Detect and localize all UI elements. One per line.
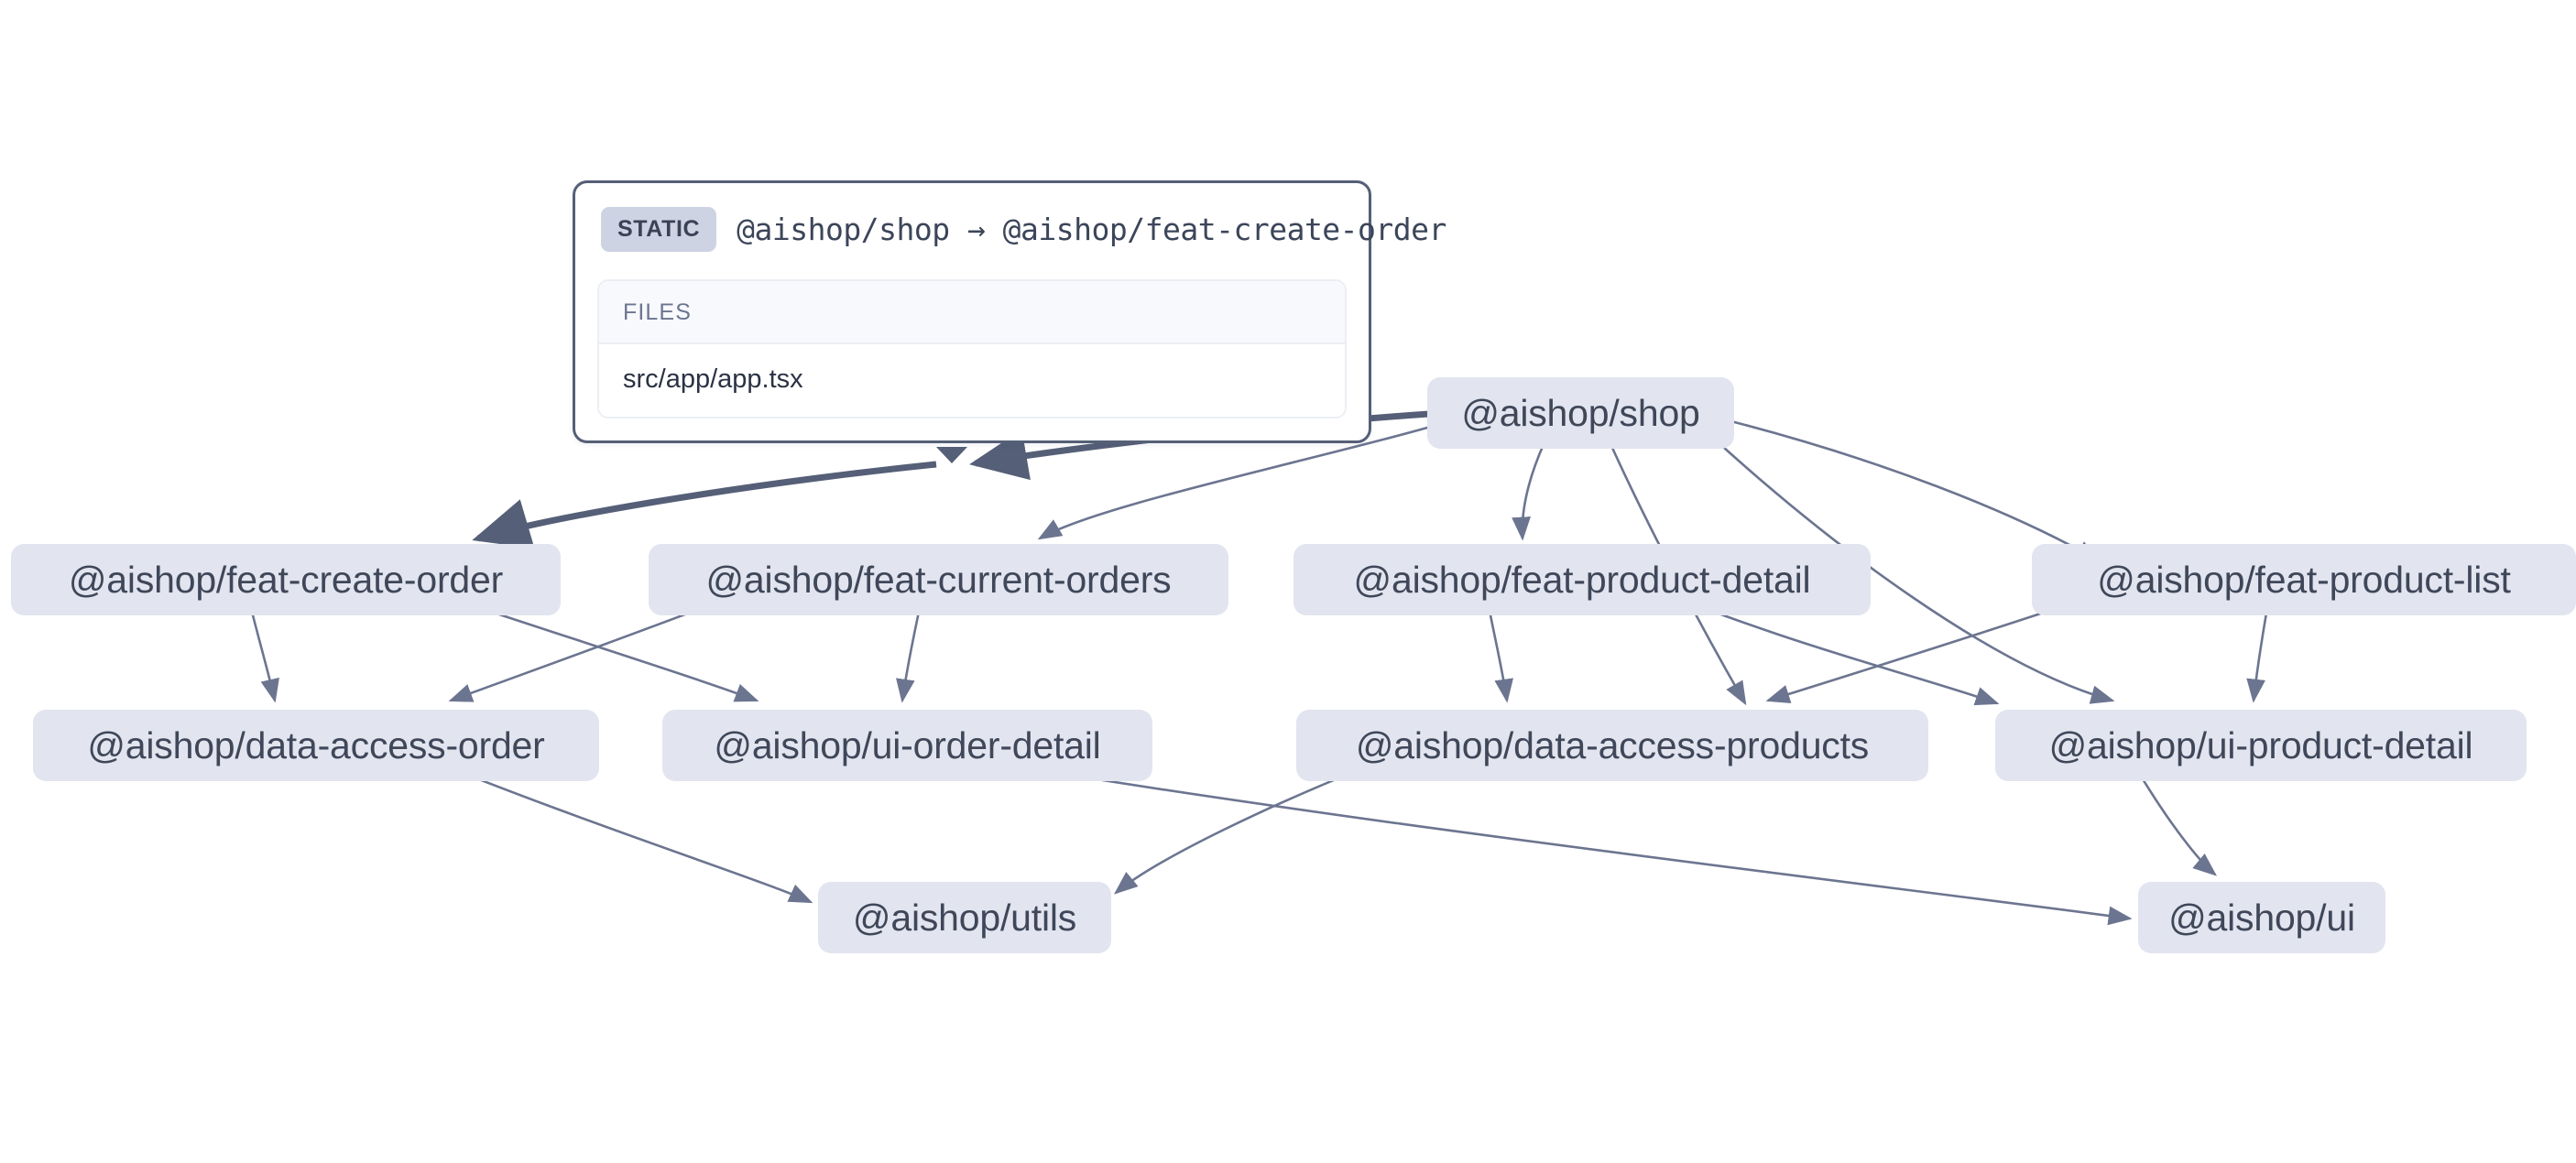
edge-detail-header: STATIC @aishop/shop → @aishop/feat-creat…: [597, 203, 1446, 257]
static-badge: STATIC: [601, 207, 717, 252]
graph-node-shop[interactable]: @aishop/shop: [1427, 377, 1734, 449]
files-column-header: FILES: [599, 281, 1345, 344]
graph-node-label: @aishop/feat-product-detail: [1353, 558, 1811, 601]
graph-node-label: @aishop/data-access-products: [1355, 723, 1870, 766]
graph-node-ui[interactable]: @aishop/ui: [2138, 882, 2385, 953]
graph-node-data-access-order[interactable]: @aishop/data-access-order: [33, 710, 599, 781]
edge-shop-to-feat-product-list: [1712, 415, 2101, 562]
graph-node-label: @aishop/ui: [2168, 896, 2355, 939]
graph-node-feat-product-list[interactable]: @aishop/feat-product-list: [2032, 544, 2576, 615]
detail-card-pointer-triangle: [936, 447, 967, 463]
graph-node-label: @aishop/ui-product-detail: [2048, 723, 2473, 766]
graph-node-ui-order-detail[interactable]: @aishop/ui-order-detail: [662, 710, 1152, 781]
graph-node-label: @aishop/utils: [852, 896, 1077, 939]
graph-node-feat-current-orders[interactable]: @aishop/feat-current-orders: [649, 544, 1228, 615]
graph-node-feat-create-order[interactable]: @aishop/feat-create-order: [11, 544, 561, 615]
graph-node-data-access-products[interactable]: @aishop/data-access-products: [1296, 710, 1928, 781]
graph-node-label: @aishop/feat-current-orders: [705, 558, 1172, 601]
graph-node-utils[interactable]: @aishop/utils: [818, 882, 1111, 953]
graph-node-label: @aishop/ui-order-detail: [714, 723, 1101, 766]
graph-node-label: @aishop/data-access-order: [87, 723, 545, 766]
edge-shop-to-feat-create-order-tail: [472, 461, 937, 549]
graph-node-ui-product-detail[interactable]: @aishop/ui-product-detail: [1995, 710, 2527, 781]
file-row[interactable]: src/app/app.tsx: [599, 344, 1345, 417]
graph-node-feat-product-detail[interactable]: @aishop/feat-product-detail: [1293, 544, 1871, 615]
edge-detail-card[interactable]: STATIC @aishop/shop → @aishop/feat-creat…: [573, 180, 1446, 443]
graph-node-label: @aishop/feat-product-list: [2097, 558, 2511, 601]
graph-node-label: @aishop/shop: [1461, 391, 1700, 434]
files-list: src/app/app.tsx: [599, 344, 1345, 417]
graph-node-label: @aishop/feat-create-order: [68, 558, 504, 601]
edge-detail-files-panel: FILES src/app/app.tsx: [597, 279, 1347, 418]
edge-detail-title: @aishop/shop → @aishop/feat-create-order: [737, 212, 1446, 247]
